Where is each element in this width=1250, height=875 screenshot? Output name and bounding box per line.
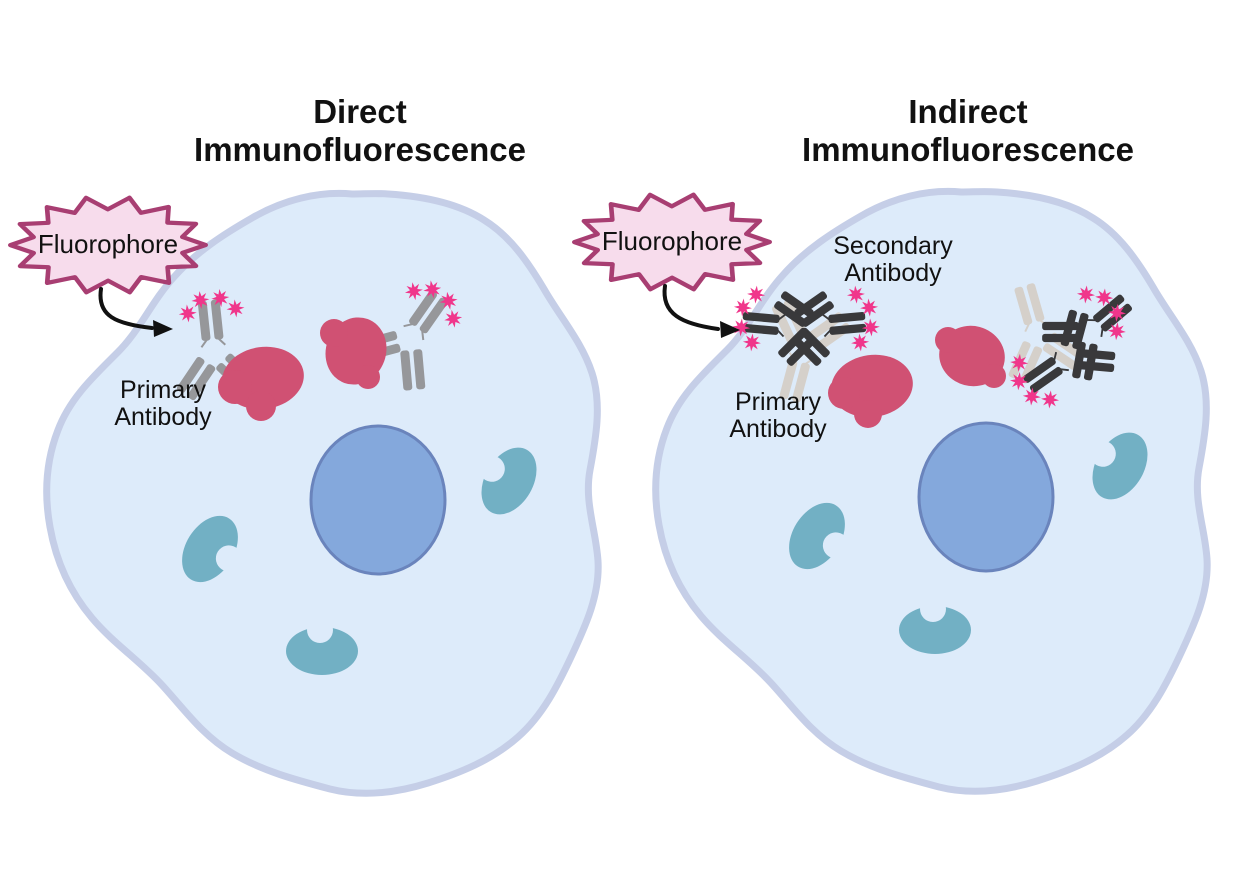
secondary-antibody-label-line1: Secondary — [833, 232, 953, 260]
fluorophore-label: Fluorophore — [602, 226, 742, 256]
primary-antibody-label-line1: Primary — [120, 376, 207, 404]
panel-indirect: Indirect Immunofluorescence Fluorophore — [574, 93, 1207, 791]
panel-direct: Direct Immunofluorescence Fluorophore Pr… — [10, 93, 598, 793]
fluorophore-arrowhead — [720, 321, 740, 338]
fluorophore-arrow — [98, 287, 154, 330]
fluorophore-callout: Fluorophore — [574, 195, 769, 338]
indirect-title-line2: Immunofluorescence — [802, 131, 1134, 168]
antigen-2 — [935, 325, 1006, 388]
secondary-antibody-label-line2: Antibody — [844, 259, 942, 287]
fluorophore-label: Fluorophore — [38, 229, 178, 259]
indirect-title-line1: Indirect — [908, 93, 1027, 130]
antigen-1 — [218, 346, 304, 421]
direct-title-line1: Direct — [313, 93, 407, 130]
primary-antibody-label-line2: Antibody — [114, 403, 212, 431]
fluorophore-arrowhead — [153, 320, 173, 337]
antigen-1 — [828, 354, 913, 428]
primary-antibody-label-line1: Primary — [735, 388, 822, 416]
fluorophore-arrow — [662, 284, 720, 331]
nucleus — [917, 421, 1055, 573]
direct-title-line2: Immunofluorescence — [194, 131, 526, 168]
nucleus — [309, 424, 447, 576]
fluorophore-callout: Fluorophore — [10, 198, 205, 337]
primary-antibody-label-line2: Antibody — [729, 415, 827, 443]
antigen-2 — [320, 317, 387, 389]
